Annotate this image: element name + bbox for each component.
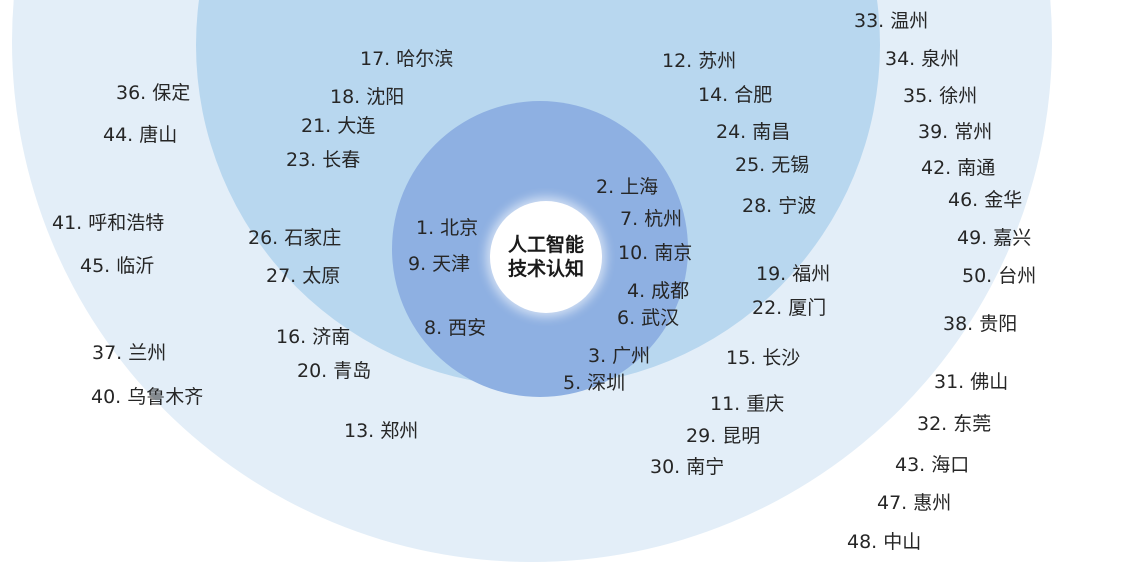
- city-label-outer: 50. 台州: [962, 265, 1037, 287]
- city-label-inner: 8. 西安: [424, 317, 487, 339]
- city-label-outer: 49. 嘉兴: [957, 227, 1032, 249]
- city-label-middle: 18. 沈阳: [330, 86, 405, 108]
- city-label-middle: 26. 石家庄: [248, 227, 342, 249]
- city-label-inner: 7. 杭州: [620, 208, 683, 230]
- city-label-inner: 3. 广州: [588, 345, 651, 367]
- city-label-inner: 9. 天津: [408, 253, 471, 275]
- city-label-outer: 47. 惠州: [877, 492, 952, 514]
- city-label-outer: 48. 中山: [847, 531, 922, 553]
- city-label-inner: 5. 深圳: [563, 372, 626, 394]
- city-label-middle: 11. 重庆: [710, 393, 785, 415]
- city-label-outer: 46. 金华: [948, 189, 1023, 211]
- city-label-middle: 28. 宁波: [742, 195, 817, 217]
- city-label-middle: 14. 合肥: [698, 84, 773, 106]
- city-label-middle: 22. 厦门: [752, 297, 827, 319]
- center-label: 人工智能技术认知: [507, 234, 584, 280]
- city-label-middle: 17. 哈尔滨: [360, 48, 454, 70]
- city-label-outer: 42. 南通: [921, 157, 996, 179]
- city-label-middle: 27. 太原: [266, 265, 341, 287]
- city-label-inner: 10. 南京: [618, 242, 693, 264]
- city-label-outer: 38. 贵阳: [943, 313, 1018, 335]
- city-label-outer: 41. 呼和浩特: [52, 212, 165, 234]
- city-label-middle: 16. 济南: [276, 326, 351, 348]
- city-label-outer: 31. 佛山: [934, 371, 1009, 393]
- city-label-middle: 12. 苏州: [662, 50, 737, 72]
- city-label-outer: 40. 乌鲁木齐: [91, 386, 204, 408]
- city-label-outer: 32. 东莞: [917, 413, 992, 435]
- city-label-inner: 1. 北京: [416, 217, 479, 239]
- city-label-outer: 36. 保定: [116, 82, 191, 104]
- city-label-middle: 25. 无锡: [735, 154, 810, 176]
- city-label-middle: 19. 福州: [756, 263, 831, 285]
- city-label-outer: 37. 兰州: [92, 342, 167, 364]
- city-label-middle: 21. 大连: [301, 115, 376, 137]
- city-label-inner: 2. 上海: [596, 176, 659, 198]
- city-label-outer: 35. 徐州: [903, 85, 978, 107]
- city-label-outer: 33. 温州: [854, 10, 929, 32]
- city-label-outer: 39. 常州: [918, 121, 993, 143]
- city-label-outer: 45. 临沂: [80, 255, 155, 277]
- city-label-middle: 15. 长沙: [726, 347, 801, 369]
- city-label-middle: 13. 郑州: [344, 420, 419, 442]
- city-label-outer: 34. 泉州: [885, 48, 960, 70]
- city-label-outer: 43. 海口: [895, 454, 970, 476]
- city-label-middle: 29. 昆明: [686, 425, 761, 447]
- center-circle: 人工智能技术认知: [490, 201, 602, 313]
- city-label-inner: 6. 武汉: [617, 307, 680, 329]
- city-label-middle: 30. 南宁: [650, 456, 725, 478]
- city-label-inner: 4. 成都: [627, 280, 690, 302]
- city-label-middle: 20. 青岛: [297, 360, 372, 382]
- city-label-middle: 23. 长春: [286, 149, 361, 171]
- city-label-outer: 44. 唐山: [103, 124, 178, 146]
- blank-patch: [980, 496, 1144, 566]
- city-label-middle: 24. 南昌: [716, 121, 791, 143]
